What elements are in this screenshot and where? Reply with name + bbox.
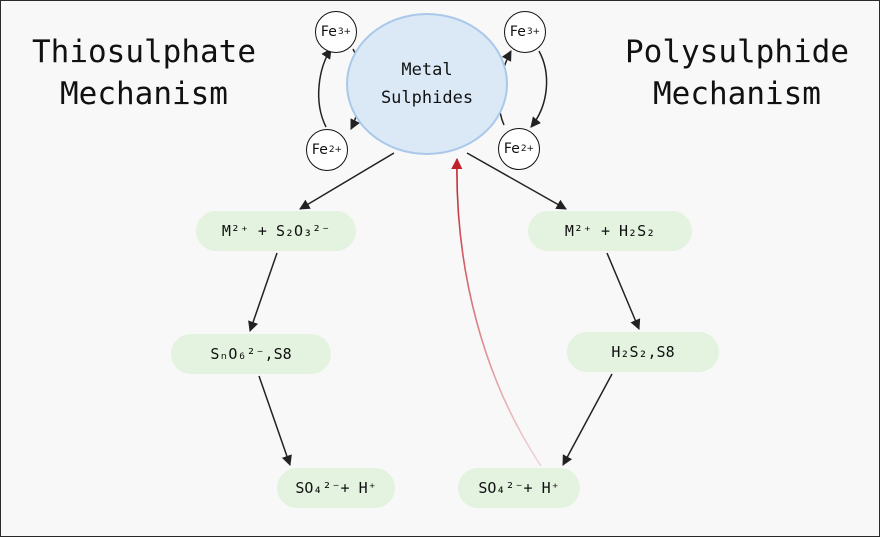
title-left-line2: Mechanism — [60, 76, 228, 112]
recycle-arrow — [451, 157, 542, 467]
cycle-arrow-right-down — [530, 50, 548, 128]
arrow-metal-to-left-chain — [299, 152, 395, 210]
title-thiosulphate: Thiosulphate Mechanism — [9, 31, 279, 115]
left-step-3: SO₄²⁻+ H⁺ — [277, 468, 395, 508]
fe3-symbol: Fe — [509, 24, 526, 40]
metal-line2: Sulphides — [380, 88, 474, 108]
title-polysulphide: Polysulphide Mechanism — [601, 31, 873, 115]
arrow-right-1-to-2 — [606, 252, 641, 330]
arrow-left-2-to-3 — [258, 375, 292, 466]
fe3-charge: 3+ — [526, 27, 541, 37]
arrow-left-1-to-2 — [248, 252, 278, 332]
cycle-arrow-left-up — [317, 48, 332, 128]
fe2-symbol: Fe — [311, 142, 328, 158]
fe3-charge: 3+ — [337, 27, 352, 37]
fe2-symbol: Fe — [503, 141, 520, 157]
left-step-2: SₙO₆²⁻,S8 — [171, 334, 331, 374]
title-right-line2: Mechanism — [653, 76, 821, 112]
arrow-right-2-to-3 — [562, 373, 613, 466]
fe3-symbol: Fe — [320, 24, 337, 40]
metal-line1: Metal — [401, 60, 453, 80]
metal-sulphides-node: Metal Sulphides — [346, 13, 508, 155]
fe2-charge: 2+ — [328, 145, 343, 155]
arrow-metal-to-right-chain — [466, 152, 567, 210]
right-step-2: H₂S₂,S8 — [567, 332, 719, 372]
fe2-charge: 2+ — [520, 144, 535, 154]
right-step-1: M²⁺ + H₂S₂ — [528, 211, 692, 251]
title-left-line1: Thiosulphate — [32, 34, 256, 70]
left-step-1: M²⁺ + S₂O₃²⁻ — [196, 211, 356, 251]
right-step-3: SO₄²⁻+ H⁺ — [458, 468, 580, 508]
title-right-line1: Polysulphide — [625, 34, 849, 70]
